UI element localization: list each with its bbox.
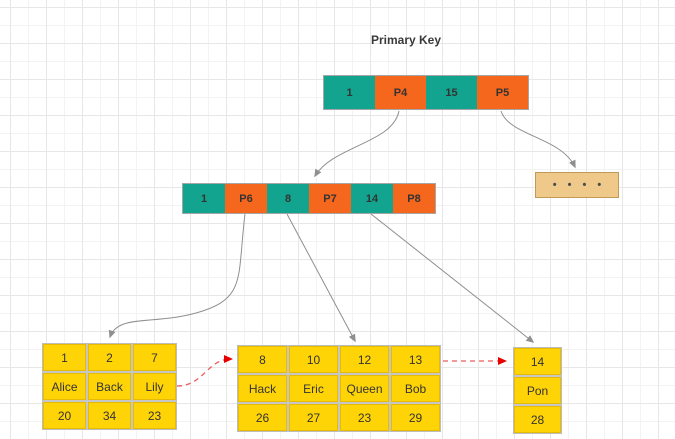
leaf-table-2[interactable]: 8 10 12 13 Hack Eric Queen Bob 26 27 23 … [237,345,441,432]
table-cell[interactable]: Hack [238,375,287,402]
table-cell[interactable]: 7 [133,344,176,371]
arrow-p6-to-leaf-table-1[interactable] [108,213,246,339]
table-cell[interactable]: 20 [43,402,86,429]
table-cell[interactable]: 8 [238,346,287,373]
index-key-cell[interactable]: 1 [324,76,375,109]
index-key-cell[interactable]: 1 [183,184,225,213]
table-cell[interactable]: 29 [391,404,440,431]
arrow-p4-to-internal-node[interactable] [314,110,400,178]
arrow-14-to-leaf-table-3[interactable] [370,213,535,343]
table-cell[interactable]: 1 [43,344,86,371]
table-cell[interactable]: Bob [391,375,440,402]
index-pointer-cell[interactable]: P4 [375,76,426,109]
table-cell[interactable]: Alice [43,373,86,400]
table-cell[interactable]: 23 [340,404,389,431]
root-index-node[interactable]: 1 P4 15 P5 [323,75,529,110]
index-pointer-cell[interactable]: P7 [309,184,351,213]
arrow-p5-to-overflow-box[interactable] [500,110,576,169]
leaf-link-arrow-table1-to-table2[interactable] [176,355,233,387]
table-cell[interactable]: 12 [340,346,389,373]
diagram-title: Primary Key [370,33,442,47]
index-key-cell[interactable]: 8 [267,184,309,213]
internal-index-node[interactable]: 1 P6 8 P7 14 P8 [182,183,436,214]
table-cell[interactable]: Eric [289,375,338,402]
table-cell[interactable]: 28 [514,406,561,433]
table-cell[interactable]: Back [88,373,131,400]
table-cell[interactable]: 13 [391,346,440,373]
ellipsis-dots: • • • • [552,178,606,191]
index-key-cell[interactable]: 14 [351,184,393,213]
table-cell[interactable]: 27 [289,404,338,431]
table-cell[interactable]: 23 [133,402,176,429]
table-cell[interactable]: 26 [238,404,287,431]
table-cell[interactable]: Lily [133,373,176,400]
index-pointer-cell[interactable]: P8 [393,184,435,213]
overflow-ellipsis-box[interactable]: • • • • [535,172,619,198]
arrow-8-to-leaf-table-2[interactable] [286,213,356,343]
index-key-cell[interactable]: 15 [426,76,477,109]
table-cell[interactable]: 34 [88,402,131,429]
table-cell[interactable]: 14 [514,348,561,375]
index-pointer-cell[interactable]: P6 [225,184,267,213]
table-cell[interactable]: 2 [88,344,131,371]
leaf-table-3[interactable]: 14 Pon 28 [513,347,562,434]
table-cell[interactable]: Pon [514,377,561,404]
table-cell[interactable]: 10 [289,346,338,373]
index-pointer-cell[interactable]: P5 [477,76,528,109]
leaf-table-1[interactable]: 1 2 7 Alice Back Lily 20 34 23 [42,343,177,430]
table-cell[interactable]: Queen [340,375,389,402]
